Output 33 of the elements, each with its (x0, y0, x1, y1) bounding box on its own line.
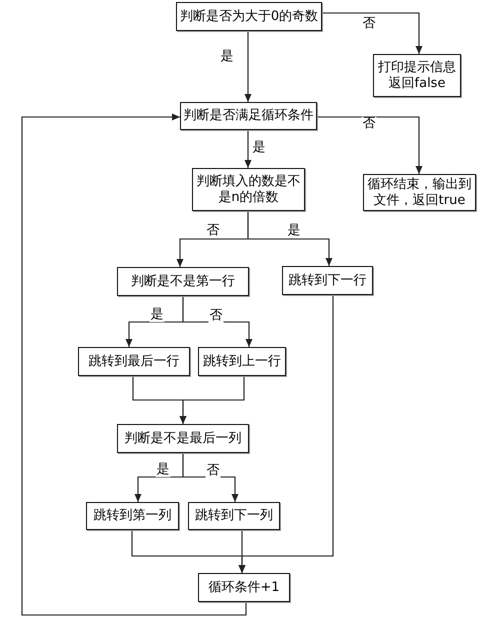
arrow (182, 453, 238, 502)
process-box: 跳转到下一行 (282, 266, 373, 295)
arrow (247, 211, 332, 266)
edge-label: 是 (156, 463, 170, 477)
arrow (244, 31, 252, 102)
process-box: 循环结束，输出到文件，返回true (363, 174, 476, 211)
arrow (322, 12, 422, 54)
edge-label: 否 (362, 117, 376, 131)
edge-label: 是 (220, 50, 234, 64)
process-box: 跳转到下一列 (188, 502, 280, 530)
arrow (182, 296, 252, 347)
process-box: 判断是否为大于0的奇数 (176, 2, 322, 31)
process-box: 循环条件+1 (198, 573, 290, 602)
process-box: 跳转到最后一行 (78, 347, 190, 376)
edge-label: 是 (286, 224, 302, 238)
edge-label: 否 (362, 17, 376, 31)
process-box: 打印提示信息返回false (373, 54, 461, 97)
edge-label: 是 (150, 308, 164, 322)
arrow (244, 130, 252, 168)
arrow (180, 376, 245, 424)
process-box: 判断填入的数是不是n的倍数 (192, 168, 305, 211)
process-box: 判断是否满足循环条件 (180, 102, 317, 130)
arrow (317, 116, 422, 174)
process-box: 判断是不是最后一列 (117, 424, 249, 453)
edge-label: 否 (206, 224, 220, 238)
edge-label: 是 (252, 141, 266, 155)
edge-label: 否 (206, 464, 220, 478)
process-box: 判断是不是第一行 (117, 267, 249, 296)
edge-label: 否 (208, 309, 224, 323)
arrow (238, 295, 334, 573)
process-box: 跳转到上一行 (198, 347, 286, 376)
arrow (21, 114, 247, 616)
process-box: 跳转到第一列 (86, 502, 179, 530)
